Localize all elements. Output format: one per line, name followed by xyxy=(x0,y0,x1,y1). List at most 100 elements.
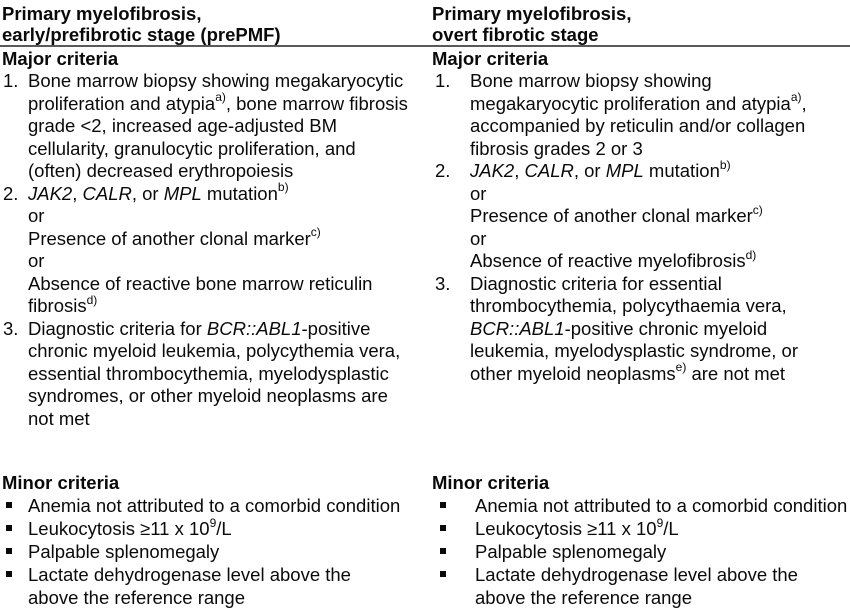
text-segment: Leukocytosis ≥11 x 10 xyxy=(28,518,210,539)
minor-criterion-item: Leukocytosis ≥11 x 109/L xyxy=(2,517,425,540)
item-number: 2. xyxy=(435,160,451,181)
square-bullet-icon xyxy=(6,563,12,577)
column-prepmf: Major criteria 1. Bone marrow biopsy show… xyxy=(0,47,425,612)
minor-criteria-section: Minor criteria Anemia not attributed to … xyxy=(432,471,850,612)
footnote-superscript: a) xyxy=(215,90,226,105)
text-segment: (often) decreased erythropoiesis xyxy=(28,160,294,181)
footnote-superscript: d) xyxy=(86,292,98,307)
text-segment: cellularity, granulocytic proliferation,… xyxy=(28,137,356,159)
text-segment: or xyxy=(470,182,487,204)
text-segment: /L xyxy=(216,518,232,539)
text-line: chronic myeloid leukemia, polycythemia v… xyxy=(28,340,425,363)
text-line: megakaryocytic proliferation and atypiaa… xyxy=(470,90,850,116)
footnote-superscript: b) xyxy=(719,157,731,172)
column-title-line: Primary myelofibrosis, xyxy=(2,3,202,24)
text-line: Absence of reactive myelofibrosisd) xyxy=(470,249,850,273)
square-bullet-icon xyxy=(440,525,446,531)
text-line: other myeloid neoplasmse) are not met xyxy=(470,360,850,386)
text-line: proliferation and atypiaa), bone marrow … xyxy=(28,90,425,116)
text-line: above the reference range xyxy=(475,586,850,609)
text-line: or xyxy=(470,228,850,251)
footnote-superscript: a) xyxy=(790,90,802,105)
text-segment: syndromes, or other myeloid neoplasms ar… xyxy=(28,385,388,406)
text-segment: or xyxy=(470,227,487,249)
text-segment: Leukocytosis ≥11 x 10 xyxy=(475,518,657,539)
text-segment: , or xyxy=(573,160,606,181)
text-segment: essential thrombocythemia, myelodysplast… xyxy=(28,362,389,384)
text-line: BCR::ABL1-positive chronic myeloid xyxy=(470,318,850,341)
column-overt: Major criteria 1.Bone marrow biopsy show… xyxy=(425,47,850,612)
text-line: Anemia not attributed to a comorbid cond… xyxy=(28,494,425,517)
text-segment: , xyxy=(514,160,525,181)
column-header-overt: Primary myelofibrosis, overt fibrotic st… xyxy=(425,3,850,45)
square-bullet-icon xyxy=(440,540,446,554)
text-segment: Anemia not attributed to a comorbid cond… xyxy=(28,495,401,516)
square-bullet-icon xyxy=(440,494,446,508)
text-segment: above the reference range xyxy=(28,587,246,608)
minor-criteria-section: Minor criteria Anemia not attributed to … xyxy=(2,471,425,612)
text-segment: Diagnostic criteria for essential xyxy=(470,272,722,294)
text-line: Anemia not attributed to a comorbid cond… xyxy=(475,494,850,517)
text-line: Bone marrow biopsy showing xyxy=(470,70,850,93)
gene-name: BCR::ABL1 xyxy=(470,317,565,339)
text-segment: Diagnostic criteria for xyxy=(28,317,207,339)
gene-name: JAK2 xyxy=(470,160,515,181)
text-line: Palpable splenomegaly xyxy=(28,540,425,563)
text-segment: are not met xyxy=(686,362,786,384)
footnote-superscript: c) xyxy=(752,202,763,217)
text-segment: not met xyxy=(28,407,90,429)
text-segment: Presence of another clonal marker xyxy=(28,227,311,249)
text-segment: , bone marrow fibrosis xyxy=(225,92,408,114)
text-line: accompanied by reticulin and/or collagen xyxy=(470,115,850,138)
footnote-superscript: 9 xyxy=(209,515,217,530)
text-line: Presence of another clonal markerc) xyxy=(28,226,425,251)
text-segment: Bone marrow biopsy showing megakaryocyti… xyxy=(28,70,404,91)
text-segment: mutation xyxy=(643,160,720,181)
major-criteria-list: 1. Bone marrow biopsy showing megakaryocy… xyxy=(2,70,425,430)
item-number: 3. xyxy=(3,317,19,339)
minor-criterion-item: Leukocytosis ≥11 x 109/L xyxy=(432,517,850,540)
text-line: essential thrombocythemia, myelodysplast… xyxy=(28,363,425,386)
text-line: or xyxy=(28,250,425,273)
text-line: Diagnostic criteria for BCR::ABL1-positi… xyxy=(28,318,425,341)
major-criterion-item: 1. Bone marrow biopsy showing megakaryocy… xyxy=(2,70,425,183)
item-number: 1. xyxy=(435,70,451,91)
item-number: 2. xyxy=(3,182,19,204)
table-body-row: Major criteria 1. Bone marrow biopsy show… xyxy=(0,47,850,612)
item-number: 1. xyxy=(3,70,19,91)
minor-criterion-item: Anemia not attributed to a comorbid cond… xyxy=(432,494,850,517)
text-segment: Bone marrow biopsy showing xyxy=(470,70,712,91)
gene-name: MPL xyxy=(605,160,644,181)
text-line: fibrosisd) xyxy=(28,292,425,318)
square-bullet-icon xyxy=(6,494,12,508)
column-title-line: overt fibrotic stage xyxy=(432,24,599,45)
item-number: 3. xyxy=(435,272,451,294)
text-line: or xyxy=(470,183,850,206)
major-criteria-section: Major criteria 1. Bone marrow biopsy show… xyxy=(2,47,425,471)
text-line: not met xyxy=(28,408,425,431)
text-segment: or xyxy=(28,205,45,226)
text-segment: Lactate dehydrogenase level above the xyxy=(475,564,798,585)
text-segment: proliferation and atypia xyxy=(28,92,216,114)
table-header-row: Primary myelofibrosis, early/prefibrotic… xyxy=(0,0,850,47)
text-line: above the reference range xyxy=(28,586,425,609)
text-line: or xyxy=(28,205,425,228)
text-line: grade <2, increased age-adjusted BM xyxy=(28,115,425,138)
major-criteria-heading: Major criteria xyxy=(2,48,119,69)
text-segment: above the reference range xyxy=(475,587,693,608)
square-bullet-icon xyxy=(6,540,12,554)
text-segment: -positive chronic myeloid xyxy=(564,317,768,339)
text-line: Diagnostic criteria for essential xyxy=(470,273,850,296)
gene-name: JAK2 xyxy=(28,182,73,204)
square-bullet-icon xyxy=(6,517,12,531)
text-line: Lactate dehydrogenase level above the xyxy=(28,563,425,586)
footnote-superscript: e) xyxy=(675,360,687,375)
square-bullet-icon xyxy=(440,517,446,531)
text-segment: Presence of another clonal marker xyxy=(470,205,753,226)
text-segment: accompanied by reticulin and/or collagen xyxy=(470,115,806,136)
text-segment: Lactate dehydrogenase level above the xyxy=(28,564,351,585)
